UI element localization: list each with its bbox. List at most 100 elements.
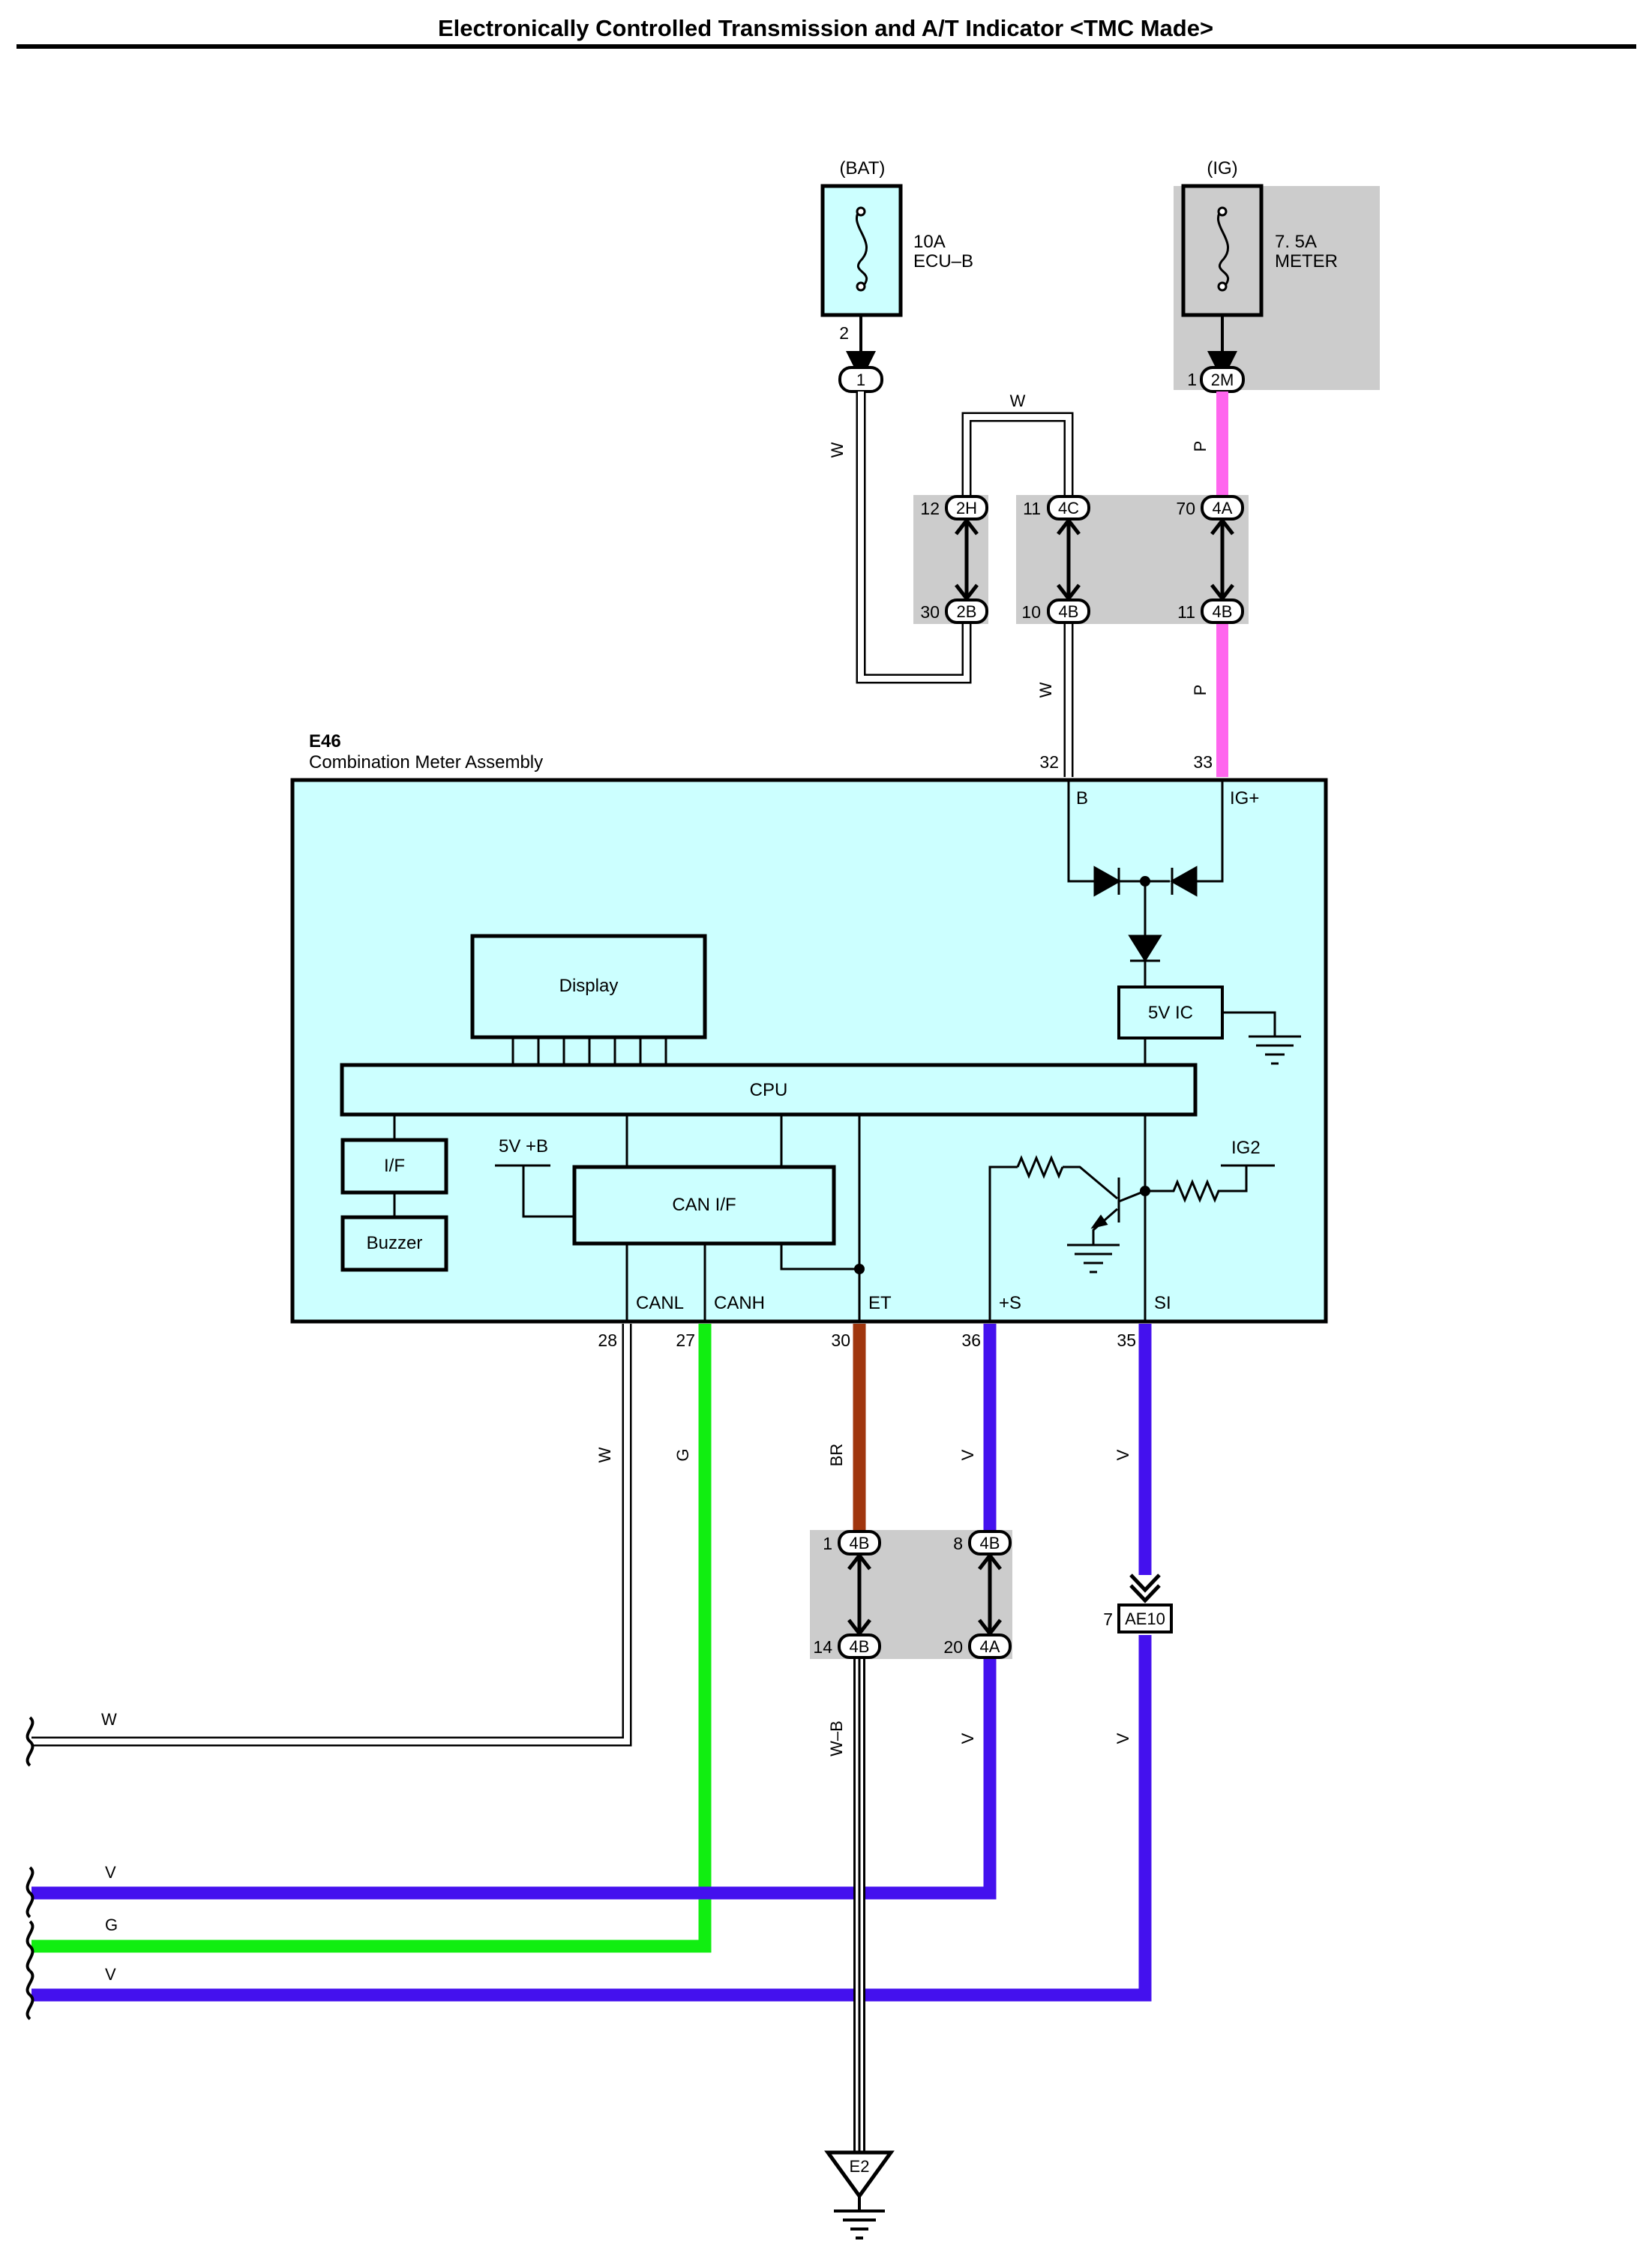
pin-igplus-label: IG+ <box>1230 788 1259 808</box>
can-if-label: CAN I/F <box>672 1195 736 1215</box>
pin-36-num: 36 <box>961 1330 981 1350</box>
svg-text:8: 8 <box>953 1534 963 1553</box>
ig-source-label: (IG) <box>1207 158 1237 178</box>
bat-fuse-rating: 10A <box>913 232 946 252</box>
ig2-label: IG2 <box>1231 1138 1261 1158</box>
pin-28-num: 28 <box>598 1330 617 1350</box>
ig-fuse-element <box>1216 207 1230 290</box>
wire-w-loop-outline <box>961 412 1074 495</box>
junction-4c-4b: 4C 11 4B 10 <box>1021 495 1090 624</box>
ig-fuse-name: METER <box>1275 251 1338 272</box>
wire-color-w-bat: W <box>828 442 847 458</box>
v5b-line <box>495 1164 574 1218</box>
bat-fuse <box>820 184 903 317</box>
bat-fuse-element <box>855 207 868 290</box>
svg-text:4B: 4B <box>850 1637 870 1656</box>
wire-color-br-30: BR <box>827 1444 846 1467</box>
wire-color-v-35: V <box>1114 1449 1132 1460</box>
svg-text:4B: 4B <box>1213 602 1233 621</box>
svg-text:12: 12 <box>920 499 940 518</box>
junction-4a-4b: 4A 70 4B 11 <box>1176 495 1244 624</box>
svg-text:11: 11 <box>1023 499 1041 518</box>
wire-color-w-28: W <box>595 1447 614 1462</box>
pin-b-label: B <box>1076 788 1088 808</box>
s-transistor-ground-icon <box>1067 1244 1120 1274</box>
wire-g-27 <box>31 1324 712 1953</box>
cpu-block <box>340 1063 1198 1117</box>
svg-text:4B: 4B <box>850 1534 870 1552</box>
ig-fuse-rating: 7. 5A <box>1275 232 1317 252</box>
svg-text:10: 10 <box>1021 602 1041 622</box>
ig2-resistor <box>1145 1164 1275 1203</box>
ground-e2: E2 <box>824 2150 895 2240</box>
connector-ae10: AE10 7 <box>1103 1574 1173 1634</box>
svg-text:7: 7 <box>1103 1610 1113 1629</box>
bat-connector-tag: 1 <box>856 370 865 389</box>
wire-color-p-33: P <box>1191 685 1210 696</box>
junction-2h-2b: 2H 12 2B 30 <box>920 495 988 624</box>
component-id: E46 <box>309 731 341 752</box>
pin-35-num: 35 <box>1117 1330 1136 1350</box>
if-label: I/F <box>384 1156 405 1176</box>
svg-text:4A: 4A <box>1213 499 1233 518</box>
display-bus <box>511 1037 667 1065</box>
pin-27-num: 27 <box>676 1330 695 1350</box>
svg-text:20: 20 <box>943 1637 963 1657</box>
ic-5v-ground-icon <box>1249 1035 1301 1065</box>
ig-connector-tag: 2M <box>1211 370 1234 389</box>
left-w-label: W <box>101 1710 117 1729</box>
svg-text:2B: 2B <box>957 602 977 621</box>
ig-fuse-pin: 1 <box>1187 370 1197 389</box>
left-wire-break-marks <box>25 1716 34 2020</box>
pin-et-label: ET <box>868 1293 892 1313</box>
can-if-block <box>572 1165 836 1246</box>
s-transistor <box>988 1155 1146 1322</box>
component-name: Combination Meter Assembly <box>309 752 543 772</box>
wire-v-ae10 <box>31 1635 1152 2002</box>
cpu-label: CPU <box>750 1080 788 1100</box>
left-v1-label: V <box>105 1863 116 1882</box>
junction-4b-1-14: 4B 1 4B 14 <box>813 1530 881 1659</box>
buzzer-block <box>340 1215 448 1272</box>
svg-text:1: 1 <box>823 1534 832 1553</box>
junction-4b-8-4a-20: 4B 8 4A 20 <box>943 1530 1012 1659</box>
svg-text:30: 30 <box>920 602 940 622</box>
svg-text:4C: 4C <box>1058 499 1079 518</box>
pin-si-label: SI <box>1154 1293 1171 1313</box>
pin-30-num: 30 <box>831 1330 850 1350</box>
svg-text:4A: 4A <box>980 1637 1000 1656</box>
bat-fuse-pin: 2 <box>839 323 849 343</box>
svg-text:E2: E2 <box>850 2157 870 2176</box>
wire-color-v-20: V <box>958 1732 977 1744</box>
bat-source-label: (BAT) <box>840 158 886 178</box>
if-block <box>340 1138 448 1195</box>
wire-color-v-36: V <box>958 1449 977 1460</box>
wire-color-v-ae10: V <box>1114 1732 1132 1744</box>
pin-canl-label: CANL <box>636 1293 684 1313</box>
pin-s-label: +S <box>999 1293 1021 1313</box>
bat-fuse-name: ECU–B <box>913 251 973 272</box>
wire-w-28-outline <box>31 1324 632 1747</box>
pin-canh-label: CANH <box>714 1293 765 1313</box>
page-title: Electronically Controlled Transmission a… <box>438 15 1213 41</box>
pin-32-num: 32 <box>1039 752 1059 772</box>
left-v2-label: V <box>105 1965 116 1984</box>
wire-color-w-loop: W <box>1010 392 1026 410</box>
svg-text:14: 14 <box>813 1637 832 1657</box>
ic-5v <box>1117 986 1224 1040</box>
svg-text:4B: 4B <box>1059 602 1079 621</box>
wire-color-wb-gnd: W–B <box>827 1720 846 1756</box>
ig-fuse <box>1181 184 1264 317</box>
pin-33-num: 33 <box>1193 752 1213 772</box>
wire-v-20 <box>31 1659 997 1900</box>
buzzer-label: Buzzer <box>367 1233 423 1253</box>
wire-color-g-27: G <box>673 1448 692 1461</box>
svg-text:AE10: AE10 <box>1125 1610 1165 1628</box>
left-g-label: G <box>105 1916 118 1934</box>
display-label: Display <box>559 976 619 996</box>
internal-power-diodes <box>1067 782 1224 987</box>
svg-text:70: 70 <box>1176 499 1195 518</box>
svg-text:2H: 2H <box>956 499 977 518</box>
wire-color-p-top: P <box>1191 441 1210 452</box>
